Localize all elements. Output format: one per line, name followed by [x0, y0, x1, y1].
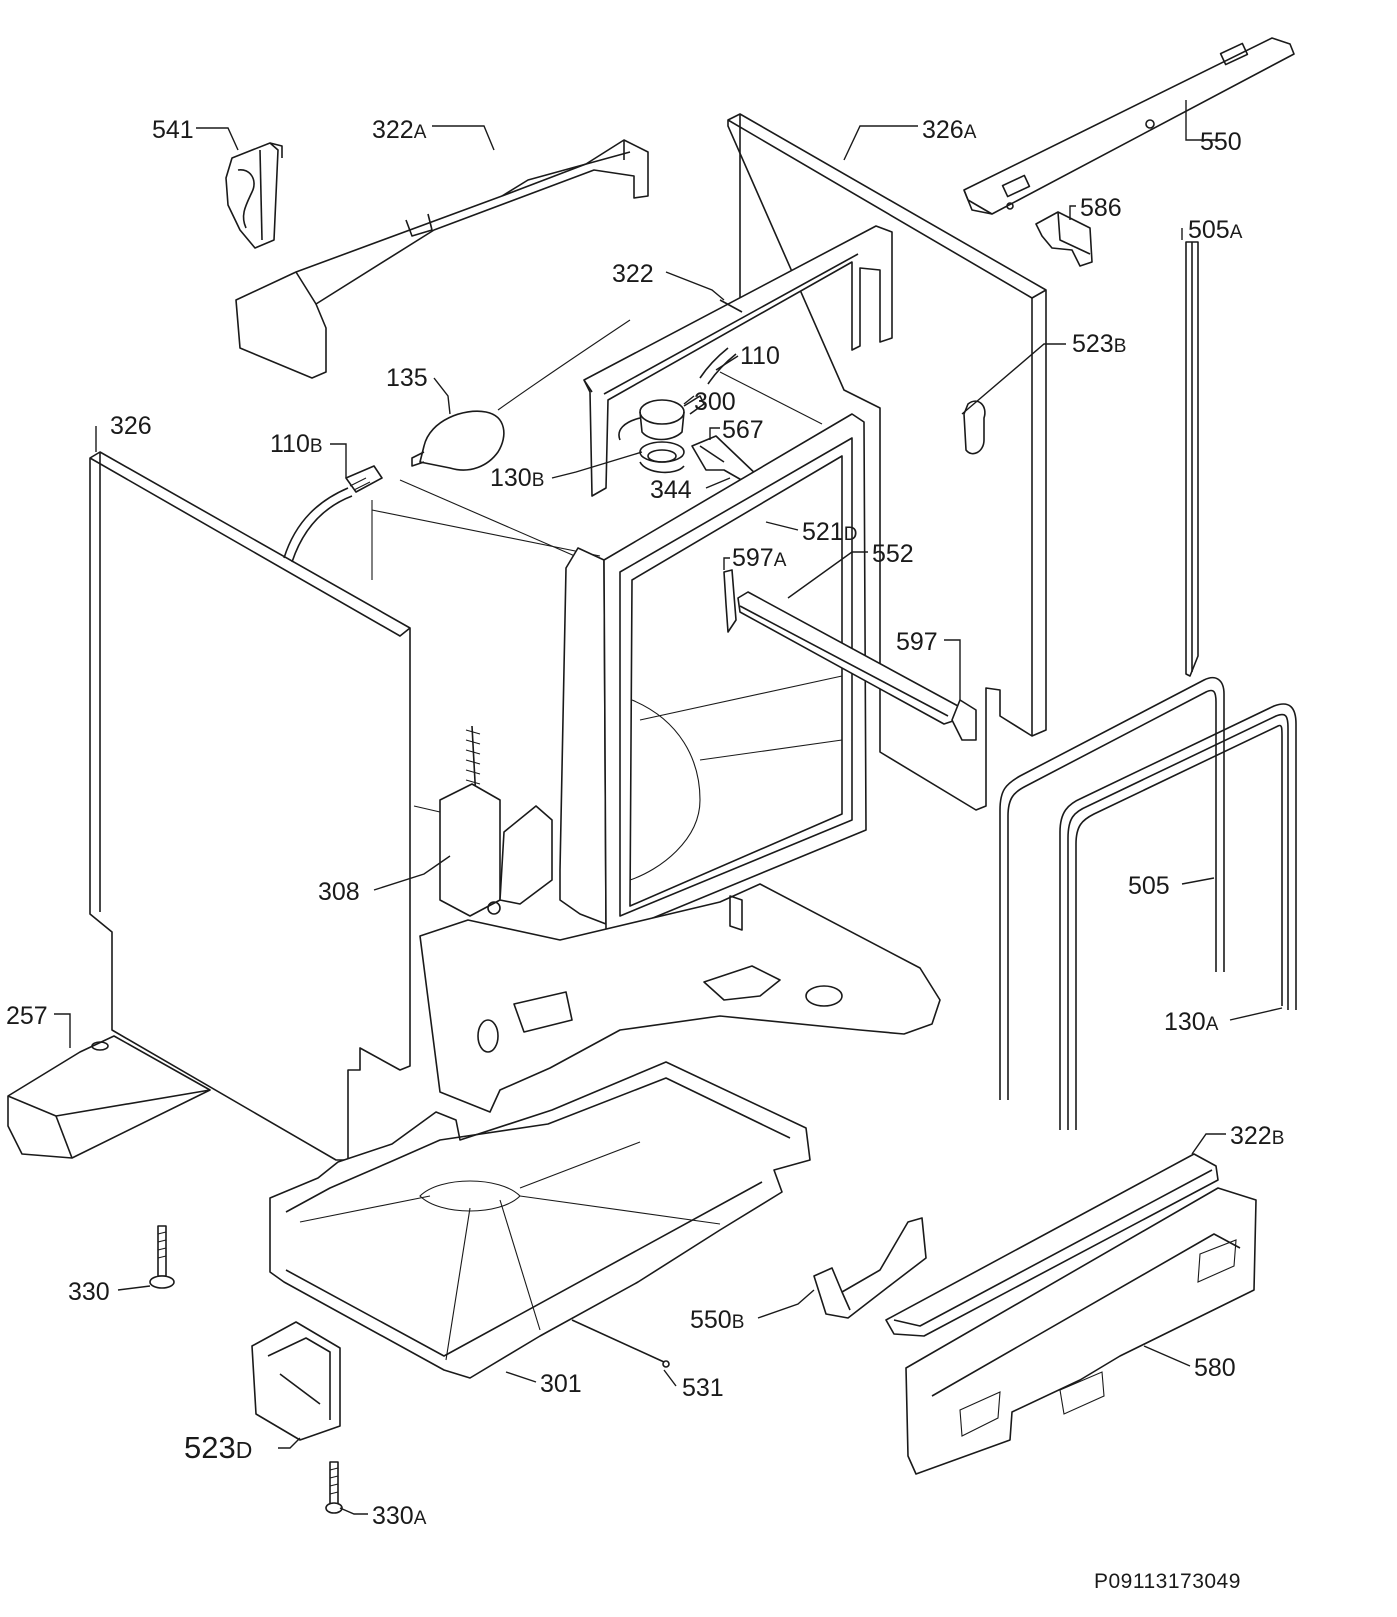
part-110b-hose	[283, 465, 383, 563]
label-586: 586	[1080, 194, 1122, 222]
label-552: 552	[872, 540, 914, 568]
part-541-clip	[225, 142, 283, 249]
drawing-code: P09113173049	[1094, 1570, 1241, 1593]
part-597-clip	[951, 699, 977, 741]
part-597a-clip	[723, 569, 737, 633]
label-322b: 322B	[1230, 1122, 1284, 1150]
door-frame	[559, 413, 867, 935]
label-505a: 505A	[1188, 216, 1243, 244]
label-322a: 322A	[372, 116, 427, 144]
label-308: 308	[318, 878, 360, 906]
part-322b-rail	[885, 1153, 1219, 1337]
label-567: 567	[722, 416, 764, 444]
label-505: 505	[1128, 872, 1170, 900]
part-531-rod	[571, 1319, 670, 1368]
part-330-screw	[149, 1225, 175, 1289]
part-300-valve	[618, 395, 705, 441]
part-135-bulb	[411, 319, 631, 471]
part-505-gasket	[999, 676, 1225, 1100]
label-597: 597	[896, 628, 938, 656]
label-322: 322	[612, 260, 654, 288]
label-110b: 110B	[270, 430, 323, 458]
label-257: 257	[6, 1002, 48, 1030]
label-521d: 521D	[802, 518, 857, 546]
part-labels: 541 322A 326A 550 586 505A 322 110 523B …	[6, 116, 1284, 1593]
part-308-latch	[413, 725, 553, 917]
part-130a-gasket	[1059, 703, 1297, 1130]
label-541: 541	[152, 116, 194, 144]
label-110: 110	[740, 342, 780, 370]
part-base-frame	[419, 883, 941, 1113]
label-523b: 523B	[1072, 330, 1126, 358]
label-330: 330	[68, 1278, 110, 1306]
label-580: 580	[1194, 1354, 1236, 1382]
label-550b: 550B	[690, 1306, 744, 1334]
part-550-top-bar	[963, 37, 1295, 215]
label-550: 550	[1200, 128, 1242, 156]
part-330a-screw	[325, 1461, 343, 1514]
part-550b-bracket	[813, 1217, 927, 1319]
label-301: 301	[540, 1370, 582, 1398]
leader-lines	[54, 100, 1283, 1515]
label-135: 135	[386, 364, 428, 392]
part-523d-bracket	[251, 1321, 341, 1441]
part-580-plate	[905, 1187, 1257, 1475]
part-322-frame	[583, 225, 893, 497]
part-130b-ring	[639, 441, 685, 474]
part-586-bracket	[1035, 211, 1093, 267]
part-301-tray	[269, 1061, 811, 1379]
label-326a: 326A	[922, 116, 977, 144]
part-505a-strip	[1185, 241, 1199, 677]
label-130a: 130A	[1164, 1008, 1219, 1036]
label-344: 344	[650, 476, 692, 504]
label-330a: 330A	[372, 1502, 427, 1530]
label-523d: 523D	[184, 1430, 252, 1465]
label-326: 326	[110, 412, 152, 440]
part-322a-top-frame	[235, 139, 649, 379]
label-300: 300	[694, 388, 736, 416]
tub-body	[371, 371, 823, 580]
part-326-side-panel	[89, 451, 411, 1161]
label-130b: 130B	[490, 464, 544, 492]
part-257-box	[7, 1035, 211, 1159]
part-110-hose	[699, 347, 737, 385]
label-597a: 597A	[732, 544, 787, 572]
label-531: 531	[682, 1374, 724, 1402]
